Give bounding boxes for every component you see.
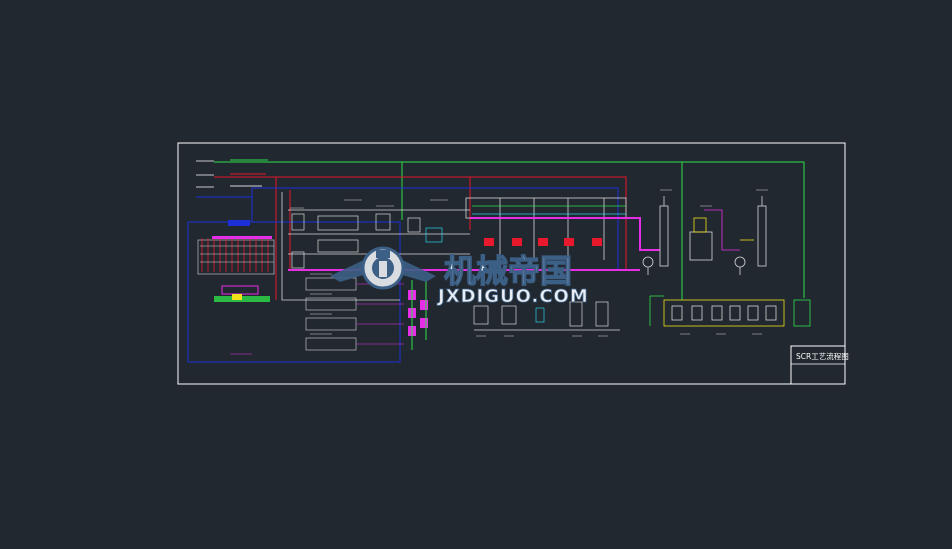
blue-outlines	[187, 187, 619, 363]
title-block: SCR工艺流程图	[790, 345, 849, 385]
watermark-latin: JXDIGUO.COM	[436, 286, 589, 307]
tiny-labels	[230, 189, 768, 355]
red-pipes	[214, 176, 627, 300]
red-pump-row	[484, 238, 602, 246]
gear-wings-icon	[330, 246, 436, 290]
legend-lines	[196, 159, 268, 188]
watermark-logo: 机械帝国 JXDIGUO.COM	[330, 246, 589, 307]
top-row-lines	[472, 205, 626, 215]
watermark-chinese: 机械帝国	[444, 252, 572, 290]
pump-cluster	[408, 280, 428, 350]
title-block-text: SCR工艺流程图	[796, 351, 849, 361]
equipment-bottom-right	[649, 295, 811, 327]
stacks-right	[659, 196, 767, 267]
tanks-bottom	[473, 301, 620, 331]
fans-right	[642, 256, 746, 275]
drawing-frame	[177, 142, 846, 385]
equipment-mid-left	[291, 213, 443, 269]
reactor-bank	[197, 220, 275, 302]
